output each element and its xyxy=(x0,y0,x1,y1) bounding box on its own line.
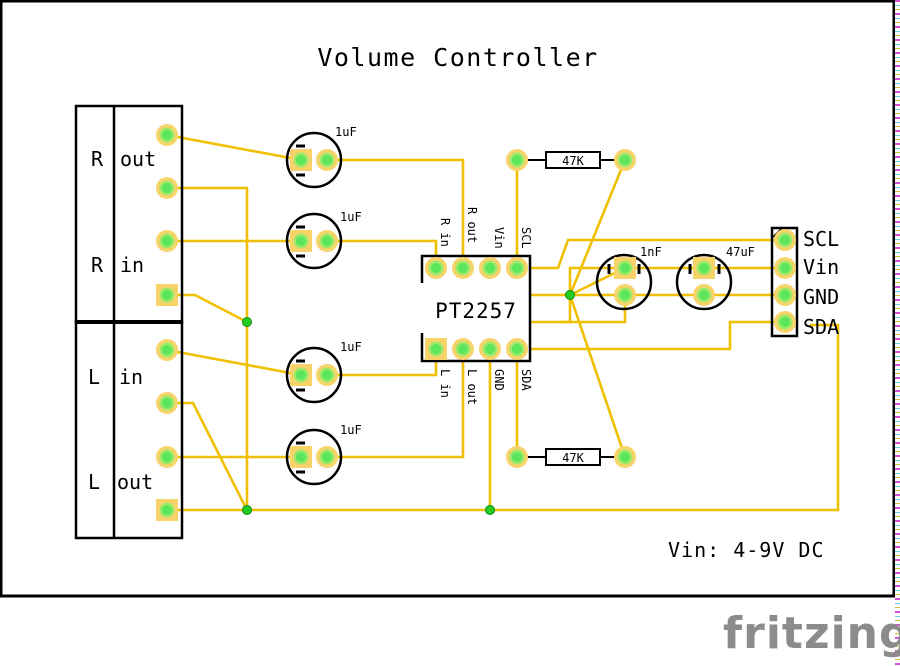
round-pad xyxy=(156,339,178,361)
capacitor-filter-1nf: 1nF xyxy=(595,245,662,311)
jack-channel-label: L xyxy=(88,470,100,494)
round-pad xyxy=(774,229,796,251)
jack-channel-label: R xyxy=(91,253,104,277)
pin-label: R in xyxy=(438,218,452,247)
jack-channel-label: L xyxy=(88,365,100,389)
round-pad xyxy=(316,446,338,468)
square-pad xyxy=(425,338,447,360)
wire-junction xyxy=(565,290,575,300)
round-pad xyxy=(506,446,528,468)
capacitor-r-in: 1uF xyxy=(285,210,362,270)
round-pad xyxy=(774,284,796,306)
board-frame xyxy=(0,0,896,598)
wire xyxy=(166,348,302,377)
round-pad xyxy=(316,149,338,171)
pin-label: SCL xyxy=(519,227,533,249)
header-connector: SCL Vin GND SDA xyxy=(770,226,839,339)
wire xyxy=(517,238,785,270)
round-pad xyxy=(614,149,636,171)
round-pad xyxy=(506,338,528,360)
chip-name: PT2257 xyxy=(435,299,517,323)
jack-block-left: L in L out xyxy=(74,320,184,540)
jack-label-out: out xyxy=(117,470,153,494)
round-pad xyxy=(614,446,636,468)
jack-channel-label: R xyxy=(91,147,104,171)
round-pad xyxy=(479,338,501,360)
capacitor-l-out: 1uF xyxy=(285,423,362,486)
round-pad xyxy=(479,257,501,279)
capacitor-value: 1nF xyxy=(640,245,662,259)
square-pad xyxy=(290,446,312,468)
round-pad xyxy=(693,284,715,306)
jack-label-in: in xyxy=(120,253,144,277)
wire xyxy=(517,320,785,351)
square-pad xyxy=(290,149,312,171)
wire xyxy=(167,323,840,512)
round-pad xyxy=(316,364,338,386)
pin-label: R out xyxy=(465,207,479,243)
square-pad xyxy=(693,257,715,279)
pads xyxy=(156,124,796,521)
round-pad xyxy=(452,257,474,279)
header-pin-label: SDA xyxy=(803,315,839,339)
wire xyxy=(166,133,302,162)
canvas-edge-artifact xyxy=(895,0,900,666)
wire-junction xyxy=(242,317,252,327)
round-pad xyxy=(425,257,447,279)
pin-label: L in xyxy=(438,369,452,398)
round-pad xyxy=(156,230,178,252)
round-pad xyxy=(316,230,338,252)
wire-junction xyxy=(242,505,252,515)
pin-label: L out xyxy=(465,369,479,405)
round-pad xyxy=(506,149,528,171)
junctions xyxy=(242,290,575,515)
wire xyxy=(327,158,465,268)
capacitor-filter-47uf: 47uF xyxy=(675,245,755,311)
wire xyxy=(167,186,249,510)
wire xyxy=(167,293,248,324)
jack-label-out: out xyxy=(120,147,156,171)
fritzing-logo: fritzing xyxy=(723,608,900,659)
square-pad xyxy=(290,364,312,386)
header-pin-label: SCL xyxy=(803,227,839,251)
wire xyxy=(327,349,465,459)
wire xyxy=(327,239,438,268)
round-pad xyxy=(614,284,636,306)
wire-junction xyxy=(485,505,495,515)
round-pad xyxy=(774,257,796,279)
title: Volume Controller xyxy=(317,43,598,72)
header-pin-label: Vin xyxy=(803,255,839,279)
square-pad xyxy=(156,284,178,306)
pin-label: Vin xyxy=(492,227,506,249)
resistor-value: 47K xyxy=(562,154,584,168)
round-pad xyxy=(156,446,178,468)
capacitor-value: 1uF xyxy=(340,423,362,437)
capacitor-l-in: 1uF xyxy=(285,340,362,404)
supply-voltage-note: Vin: 4-9V DC xyxy=(668,538,825,562)
capacitor-value: 47uF xyxy=(726,245,755,259)
resistor-sda: 47K xyxy=(517,448,625,466)
capacitor-value: 1uF xyxy=(340,210,362,224)
round-pad xyxy=(774,311,796,333)
square-pad xyxy=(290,230,312,252)
capacitor-r-out: 1uF xyxy=(285,125,357,189)
round-pad xyxy=(156,392,178,414)
header-pin-label: GND xyxy=(803,285,839,309)
square-pad xyxy=(614,257,636,279)
square-pad xyxy=(156,499,178,521)
round-pad xyxy=(156,124,178,146)
capacitor-value: 1uF xyxy=(335,125,357,139)
jack-label-in: in xyxy=(119,365,143,389)
round-pad xyxy=(452,338,474,360)
round-pad xyxy=(506,257,528,279)
resistor-scl: 47K xyxy=(517,151,625,169)
round-pad xyxy=(156,177,178,199)
capacitor-value: 1uF xyxy=(340,340,362,354)
pin-label: SDA xyxy=(519,369,533,391)
resistor-value: 47K xyxy=(562,451,584,465)
pin-label: GND xyxy=(492,369,506,391)
